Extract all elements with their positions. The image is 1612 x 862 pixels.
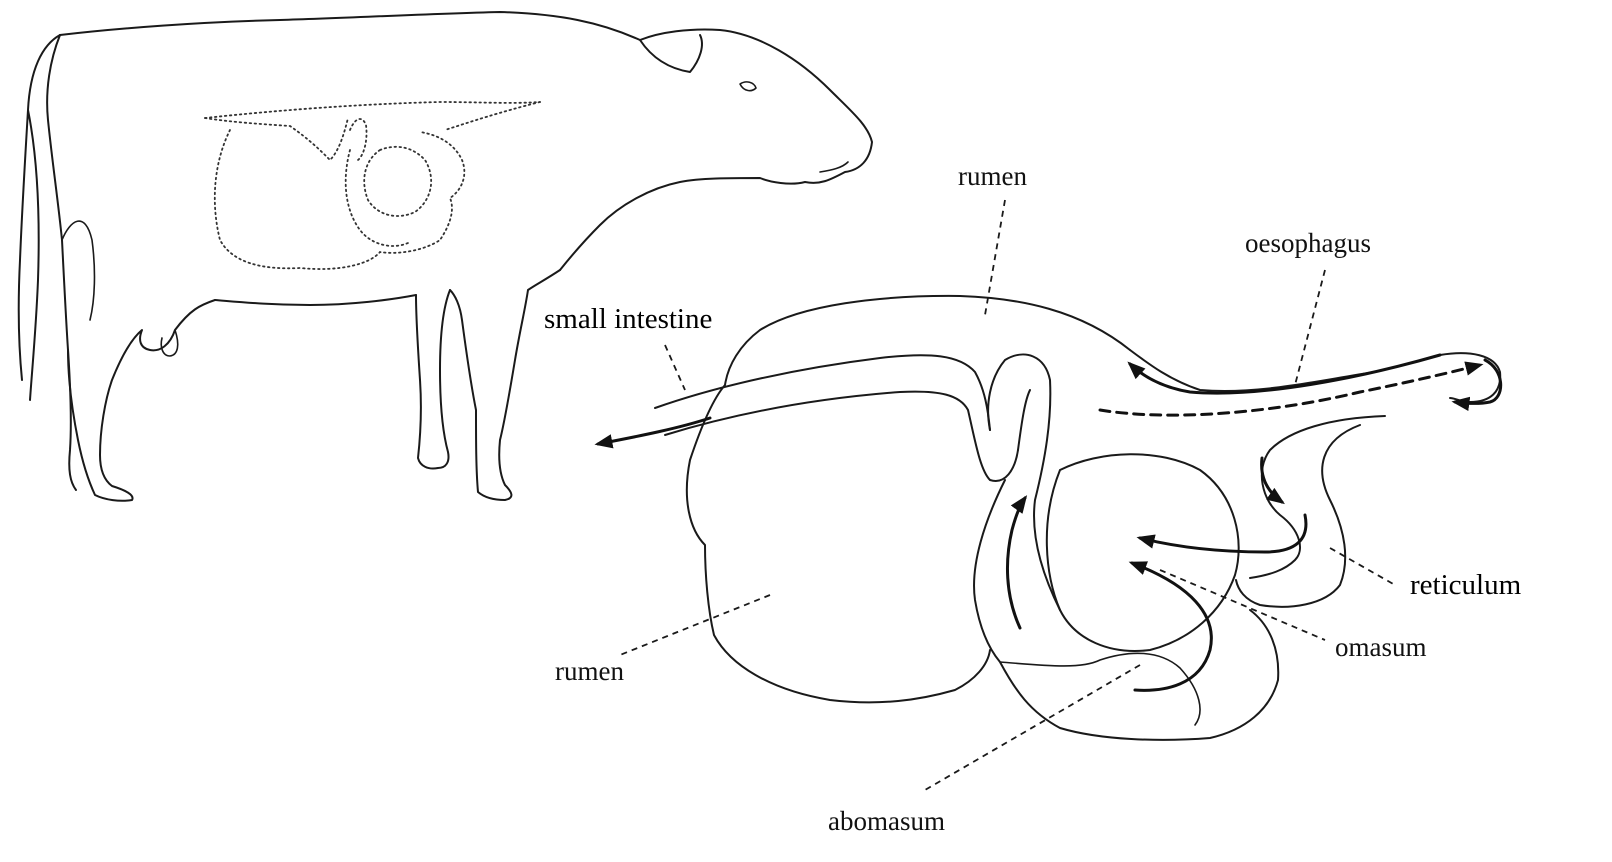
arrow-oesophagus-to-mouth bbox=[1100, 365, 1480, 415]
rumen-outline bbox=[687, 296, 1130, 702]
cow-thigh-line bbox=[62, 221, 94, 320]
label-omasum: omasum bbox=[1335, 632, 1427, 662]
leader-oesophagus bbox=[1295, 270, 1325, 385]
cow-udder bbox=[161, 330, 177, 356]
cow-tail bbox=[19, 35, 60, 400]
leader-lines bbox=[620, 200, 1395, 790]
arrow-reticulum-to-omasum bbox=[1140, 515, 1306, 552]
oesophagus-loop bbox=[1440, 353, 1500, 402]
arrow-abomasum-up bbox=[1007, 498, 1025, 628]
leader-rumen-bottom bbox=[620, 595, 770, 655]
label-abomasum: abomasum bbox=[828, 806, 945, 836]
leader-small-intestine bbox=[665, 345, 685, 390]
cow-rump bbox=[47, 35, 68, 350]
leader-reticulum bbox=[1330, 548, 1395, 585]
stomach-detail: rumen oesophagus small intestine reticul… bbox=[544, 161, 1522, 836]
label-oesophagus: oesophagus bbox=[1245, 228, 1371, 258]
label-rumen-bottom: rumen bbox=[555, 656, 624, 686]
abomasum-outline bbox=[974, 480, 1278, 740]
cow-internal-stomach bbox=[205, 102, 540, 269]
cow-front-leg-inner bbox=[416, 290, 450, 469]
small-intestine-tube-bottom bbox=[665, 392, 1018, 481]
cow-illustration bbox=[19, 12, 872, 501]
arrow-oesophagus-up-to-rumen bbox=[1130, 355, 1440, 393]
cow-belly bbox=[215, 295, 416, 305]
arrow-reticulum-down bbox=[1262, 458, 1282, 502]
arrow-to-small-intestine bbox=[598, 418, 710, 444]
cow-ear bbox=[640, 35, 702, 72]
label-rumen-top: rumen bbox=[958, 161, 1027, 191]
omasum-outline bbox=[1047, 454, 1239, 651]
label-reticulum: reticulum bbox=[1410, 569, 1522, 601]
cow-eye bbox=[740, 82, 756, 91]
leader-abomasum bbox=[925, 665, 1140, 790]
label-small-intestine: small intestine bbox=[544, 303, 712, 335]
cow-back-outline bbox=[60, 12, 872, 270]
arrow-omasum-to-abomasum bbox=[1132, 563, 1211, 690]
cow-mouth bbox=[820, 162, 848, 172]
cow-hind-leg bbox=[68, 300, 215, 501]
reticulum-outline bbox=[1236, 416, 1385, 607]
